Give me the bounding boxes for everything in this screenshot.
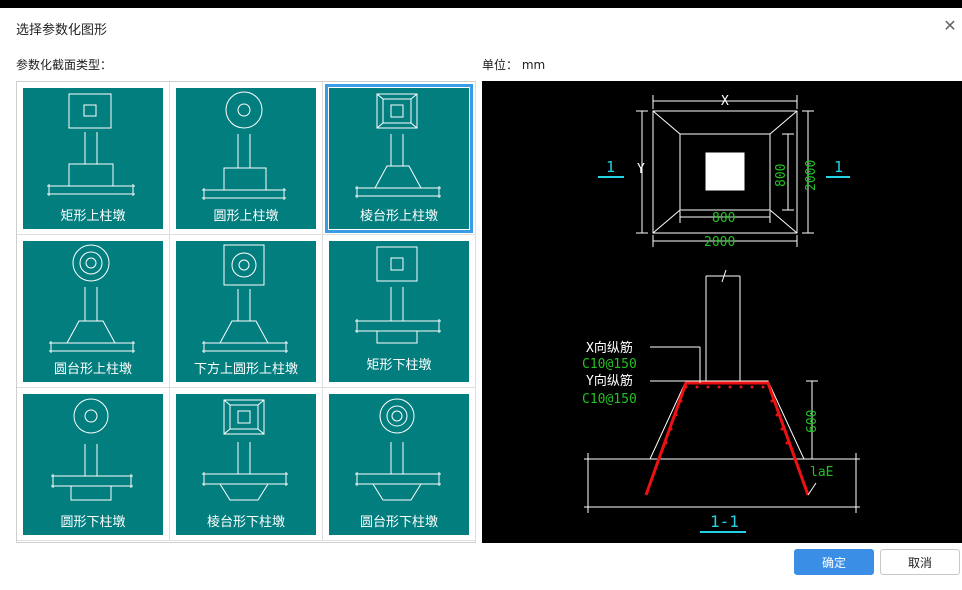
shape-label: 矩形上柱墩: [60, 209, 126, 224]
shape-tile-circle-upper[interactable]: 圆形上柱墩: [176, 88, 316, 229]
rect-lower-icon: [355, 246, 441, 344]
section-type-label: 参数化截面类型：: [16, 58, 113, 72]
ok-button[interactable]: 确定: [794, 549, 874, 575]
shape-cell: 下方上圆形上柱墩: [170, 235, 323, 388]
circle-upper-icon: [202, 91, 286, 200]
unit-value: mm: [521, 58, 546, 72]
shape-cell: 圆形下柱墩: [17, 388, 170, 541]
shape-label: 圆台形下柱墩: [359, 515, 438, 530]
shape-tile-rect-upper[interactable]: 矩形上柱墩: [23, 88, 163, 229]
shape-tile-circle-lower[interactable]: 圆形下柱墩: [23, 394, 163, 535]
y-rebar-spec: C10@150: [582, 392, 637, 407]
shape-label: 矩形下柱墩: [366, 358, 432, 373]
section-title: 1-1: [710, 512, 739, 531]
frustum-upper-icon: [355, 93, 441, 198]
shape-label: 下方上圆形上柱墩: [193, 362, 298, 377]
shape-label: 棱台形下柱墩: [206, 515, 285, 530]
rect-upper-icon: [47, 93, 135, 196]
shape-grid: 矩形上柱墩 圆形上柱墩 棱台形上柱墩: [16, 81, 476, 543]
shape-label: 圆形上柱墩: [213, 209, 279, 224]
section-mark-left: 1: [606, 158, 615, 176]
x-rebar-spec: C10@150: [582, 357, 637, 372]
dim-x-label: X: [721, 94, 729, 109]
square-round-upper-icon: [202, 244, 288, 353]
window-top-edge: [0, 0, 962, 8]
circle-lower-icon: [51, 398, 133, 501]
height-dim: 600: [805, 410, 820, 433]
shape-tile-square-round-upper[interactable]: 下方上圆形上柱墩: [176, 241, 316, 382]
shape-cell: 棱台形下柱墩: [170, 388, 323, 541]
round-frustum-upper-icon: [49, 244, 135, 353]
shape-tile-round-frustum-upper[interactable]: 圆台形上柱墩: [23, 241, 163, 382]
x-rebar-label: X向纵筋: [586, 340, 633, 356]
shape-cell: 矩形上柱墩: [17, 82, 170, 235]
dim-outer-height: 2000: [804, 160, 819, 191]
close-icon[interactable]: ✕: [943, 16, 957, 35]
section-mark-right: 1: [834, 158, 843, 176]
shape-label: 圆形下柱墩: [60, 515, 126, 530]
y-rebar-label: Y向纵筋: [586, 373, 633, 389]
dim-inner-width: 800: [712, 211, 735, 226]
round-frustum-lower-icon: [355, 398, 441, 501]
anchor-label: laE: [810, 465, 833, 480]
shape-cell: 棱台形上柱墩: [323, 82, 476, 235]
shape-cell: 圆台形下柱墩: [323, 388, 476, 541]
shape-label: 圆台形上柱墩: [53, 362, 132, 377]
frustum-preview-drawing: X Y 800 2000 800 2000 1 1: [582, 94, 860, 533]
frustum-lower-icon: [202, 399, 288, 501]
dialog-title: 选择参数化图形: [16, 23, 108, 38]
dim-outer-width: 2000: [704, 235, 735, 250]
cancel-button[interactable]: 取消: [880, 549, 960, 575]
shape-cell: 圆形上柱墩: [170, 82, 323, 235]
shape-tile-frustum-upper[interactable]: 棱台形上柱墩: [325, 84, 473, 233]
shape-cell: 圆台形上柱墩: [17, 235, 170, 388]
shape-tile-round-frustum-lower[interactable]: 圆台形下柱墩: [329, 394, 469, 535]
shape-cell: 矩形下柱墩: [323, 235, 476, 388]
shape-label: 棱台形上柱墩: [359, 209, 438, 224]
dim-y-label: Y: [637, 162, 645, 177]
shape-tile-frustum-lower[interactable]: 棱台形下柱墩: [176, 394, 316, 535]
rebar-dots: [664, 385, 789, 445]
unit-label: 单位： mm: [482, 58, 546, 72]
dim-inner-height: 800: [774, 164, 789, 187]
shape-preview: X Y 800 2000 800 2000 1 1: [482, 81, 962, 543]
shape-tile-rect-lower[interactable]: 矩形下柱墩: [329, 241, 469, 382]
